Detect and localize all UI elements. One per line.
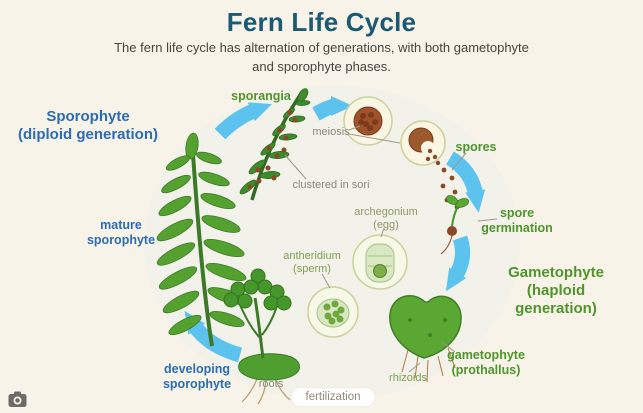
developing-sporophyte-plant (223, 268, 300, 405)
rhizoids-strands (401, 347, 456, 383)
page-subtitle: The fern life cycle has alternation of g… (114, 40, 529, 74)
archegonium-circle (352, 234, 408, 290)
arrow-to-gametophyte (445, 235, 471, 292)
arrow-to-spores (445, 151, 486, 213)
camera-icon (8, 391, 27, 407)
label-archegonium: archegonium (egg) (354, 206, 418, 232)
antheridium-circle (307, 286, 359, 338)
label-spore-germination: spore germination (481, 206, 553, 235)
label-gametophyte-prothallus: gametophyte (prothallus) (447, 348, 525, 377)
label-fertilization: fertilization (291, 388, 375, 406)
leader-lines (284, 125, 498, 373)
spore-germination-sprout (440, 195, 470, 255)
label-sporangia: sporangia (231, 89, 291, 103)
label-spores: spores (455, 140, 497, 154)
label-mature-sporophyte: mature sporophyte (86, 218, 156, 247)
label-clustered-in-sori: clustered in sori (292, 179, 370, 191)
spore-release-circle (400, 120, 446, 166)
arrow-to-meiosis (312, 96, 353, 121)
label-antheridium: antheridium (sperm) (283, 250, 341, 276)
sori-dots (247, 109, 298, 190)
page-title: Fern Life Cycle (226, 7, 417, 37)
label-developing-sporophyte: developing sporophyte (162, 362, 232, 391)
label-gametophyte-phase: Gametophyte (haploid generation) (508, 264, 604, 317)
sporangia-frond (239, 88, 311, 201)
label-sporophyte-phase: Sporophyte (diploid generation) (18, 108, 158, 143)
label-roots: roots (258, 378, 284, 390)
label-meiosis: meiosis (312, 126, 350, 138)
arrow-to-sporangia (214, 102, 272, 140)
sporangium-meiosis-circle (343, 96, 393, 146)
label-rhizoids: rhizoids (389, 372, 427, 384)
